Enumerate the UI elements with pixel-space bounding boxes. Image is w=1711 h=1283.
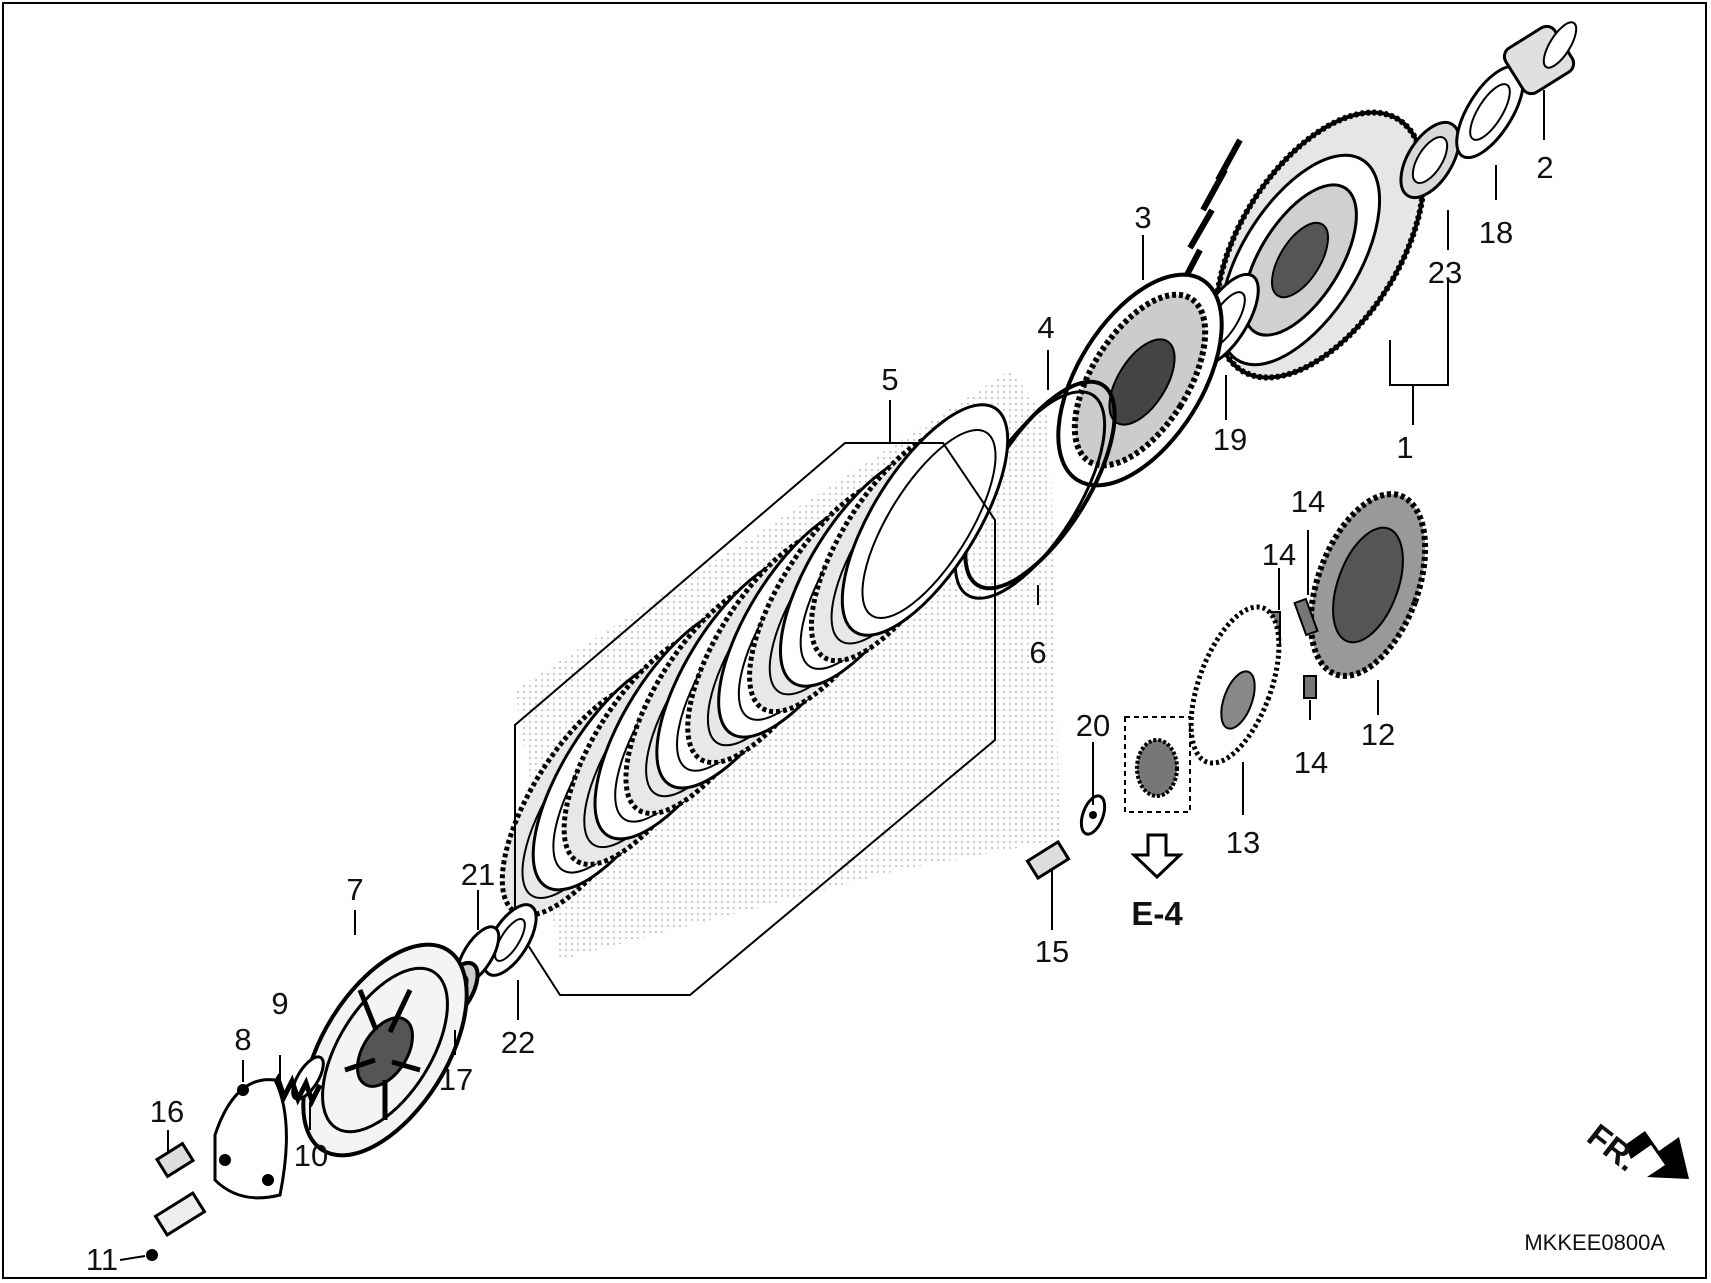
front-indicator-label: FR. — [1581, 1116, 1646, 1178]
part-label-9: 9 — [271, 986, 288, 1021]
part-label-6: 6 — [1029, 635, 1046, 670]
part-label-19: 19 — [1213, 422, 1247, 457]
part-label-16: 16 — [150, 1094, 184, 1129]
part-label-14c: 14 — [1294, 745, 1328, 780]
drawing-code: MKKEE0800A — [1524, 1230, 1665, 1255]
washer-22 — [482, 903, 538, 977]
part-label-18: 18 — [1479, 215, 1513, 250]
part-label-7: 7 — [346, 872, 363, 907]
part-label-17: 17 — [439, 1062, 473, 1097]
part-label-8: 8 — [234, 1022, 251, 1057]
driven-sub-gear — [1307, 491, 1429, 679]
part-label-15: 15 — [1035, 934, 1069, 969]
needle-bearing — [1399, 121, 1461, 199]
part-label-21: 21 — [461, 857, 495, 892]
clutch-plate — [840, 403, 1010, 637]
bolt-15 — [1025, 839, 1071, 881]
part-label-12: 12 — [1361, 717, 1395, 752]
pressure-plate — [301, 942, 469, 1158]
clutch-outer — [1175, 109, 1427, 381]
washer-20 — [1079, 794, 1107, 836]
pump-drive-sprocket — [1188, 604, 1282, 766]
leader-lines — [119, 90, 1545, 1261]
bolt-16 — [154, 1141, 196, 1179]
part-label-5: 5 — [881, 362, 898, 397]
part-label-10: 10 — [294, 1138, 328, 1173]
part-label-1: 1 — [1396, 430, 1413, 465]
part-label-3: 3 — [1134, 200, 1151, 235]
part-label-4: 4 — [1037, 310, 1054, 345]
part-label-14b: 14 — [1262, 537, 1296, 572]
plate-inner-edge — [861, 428, 997, 620]
clutch-center — [1056, 272, 1224, 488]
part-label-13: 13 — [1226, 825, 1260, 860]
part-label-2: 2 — [1536, 150, 1553, 185]
part-label-22: 22 — [501, 1025, 535, 1060]
part-label-14a: 14 — [1291, 484, 1325, 519]
part-label-23: 23 — [1428, 255, 1462, 290]
plate-stack-outline — [514, 442, 996, 996]
lifter-plate — [213, 1078, 288, 1200]
reference-label: E-4 — [1131, 895, 1183, 932]
clutch-plate-stack — [499, 403, 1010, 918]
lifter-pin — [146, 1190, 207, 1261]
front-arrow-icon — [1625, 1131, 1689, 1179]
part-label-11: 11 — [86, 1242, 118, 1277]
reference-box — [1124, 716, 1191, 880]
part-label-20: 20 — [1076, 708, 1110, 743]
collar — [1502, 21, 1578, 96]
